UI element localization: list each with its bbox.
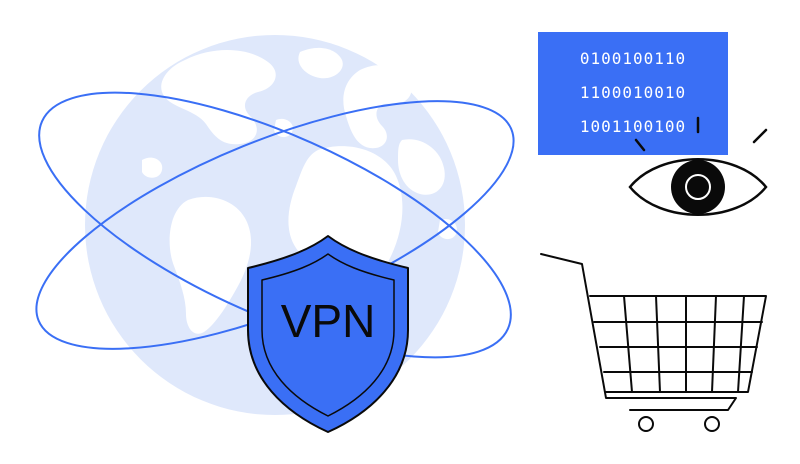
binary-line: 1100010010 bbox=[580, 83, 686, 102]
binary-data-icon: 0100100110 1100010010 1001100100 bbox=[538, 32, 728, 155]
vpn-label: VPN bbox=[281, 295, 376, 347]
binary-line: 1001100100 bbox=[580, 117, 686, 136]
shopping-cart-icon bbox=[540, 253, 767, 432]
binary-line: 0100100110 bbox=[580, 49, 686, 68]
vpn-shield-icon: VPN bbox=[247, 235, 409, 433]
eye-icon bbox=[628, 116, 768, 216]
continents bbox=[142, 47, 457, 334]
